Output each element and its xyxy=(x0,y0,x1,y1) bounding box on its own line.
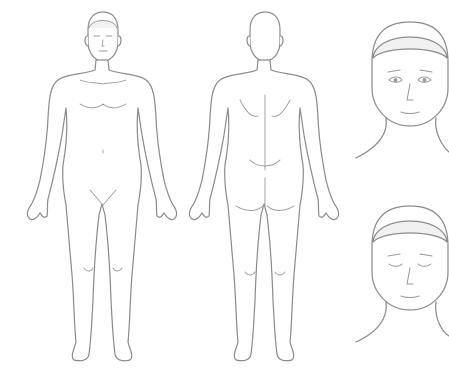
face-eyes-closed-figure xyxy=(0,0,449,378)
anatomy-outline-diagram xyxy=(0,0,449,378)
